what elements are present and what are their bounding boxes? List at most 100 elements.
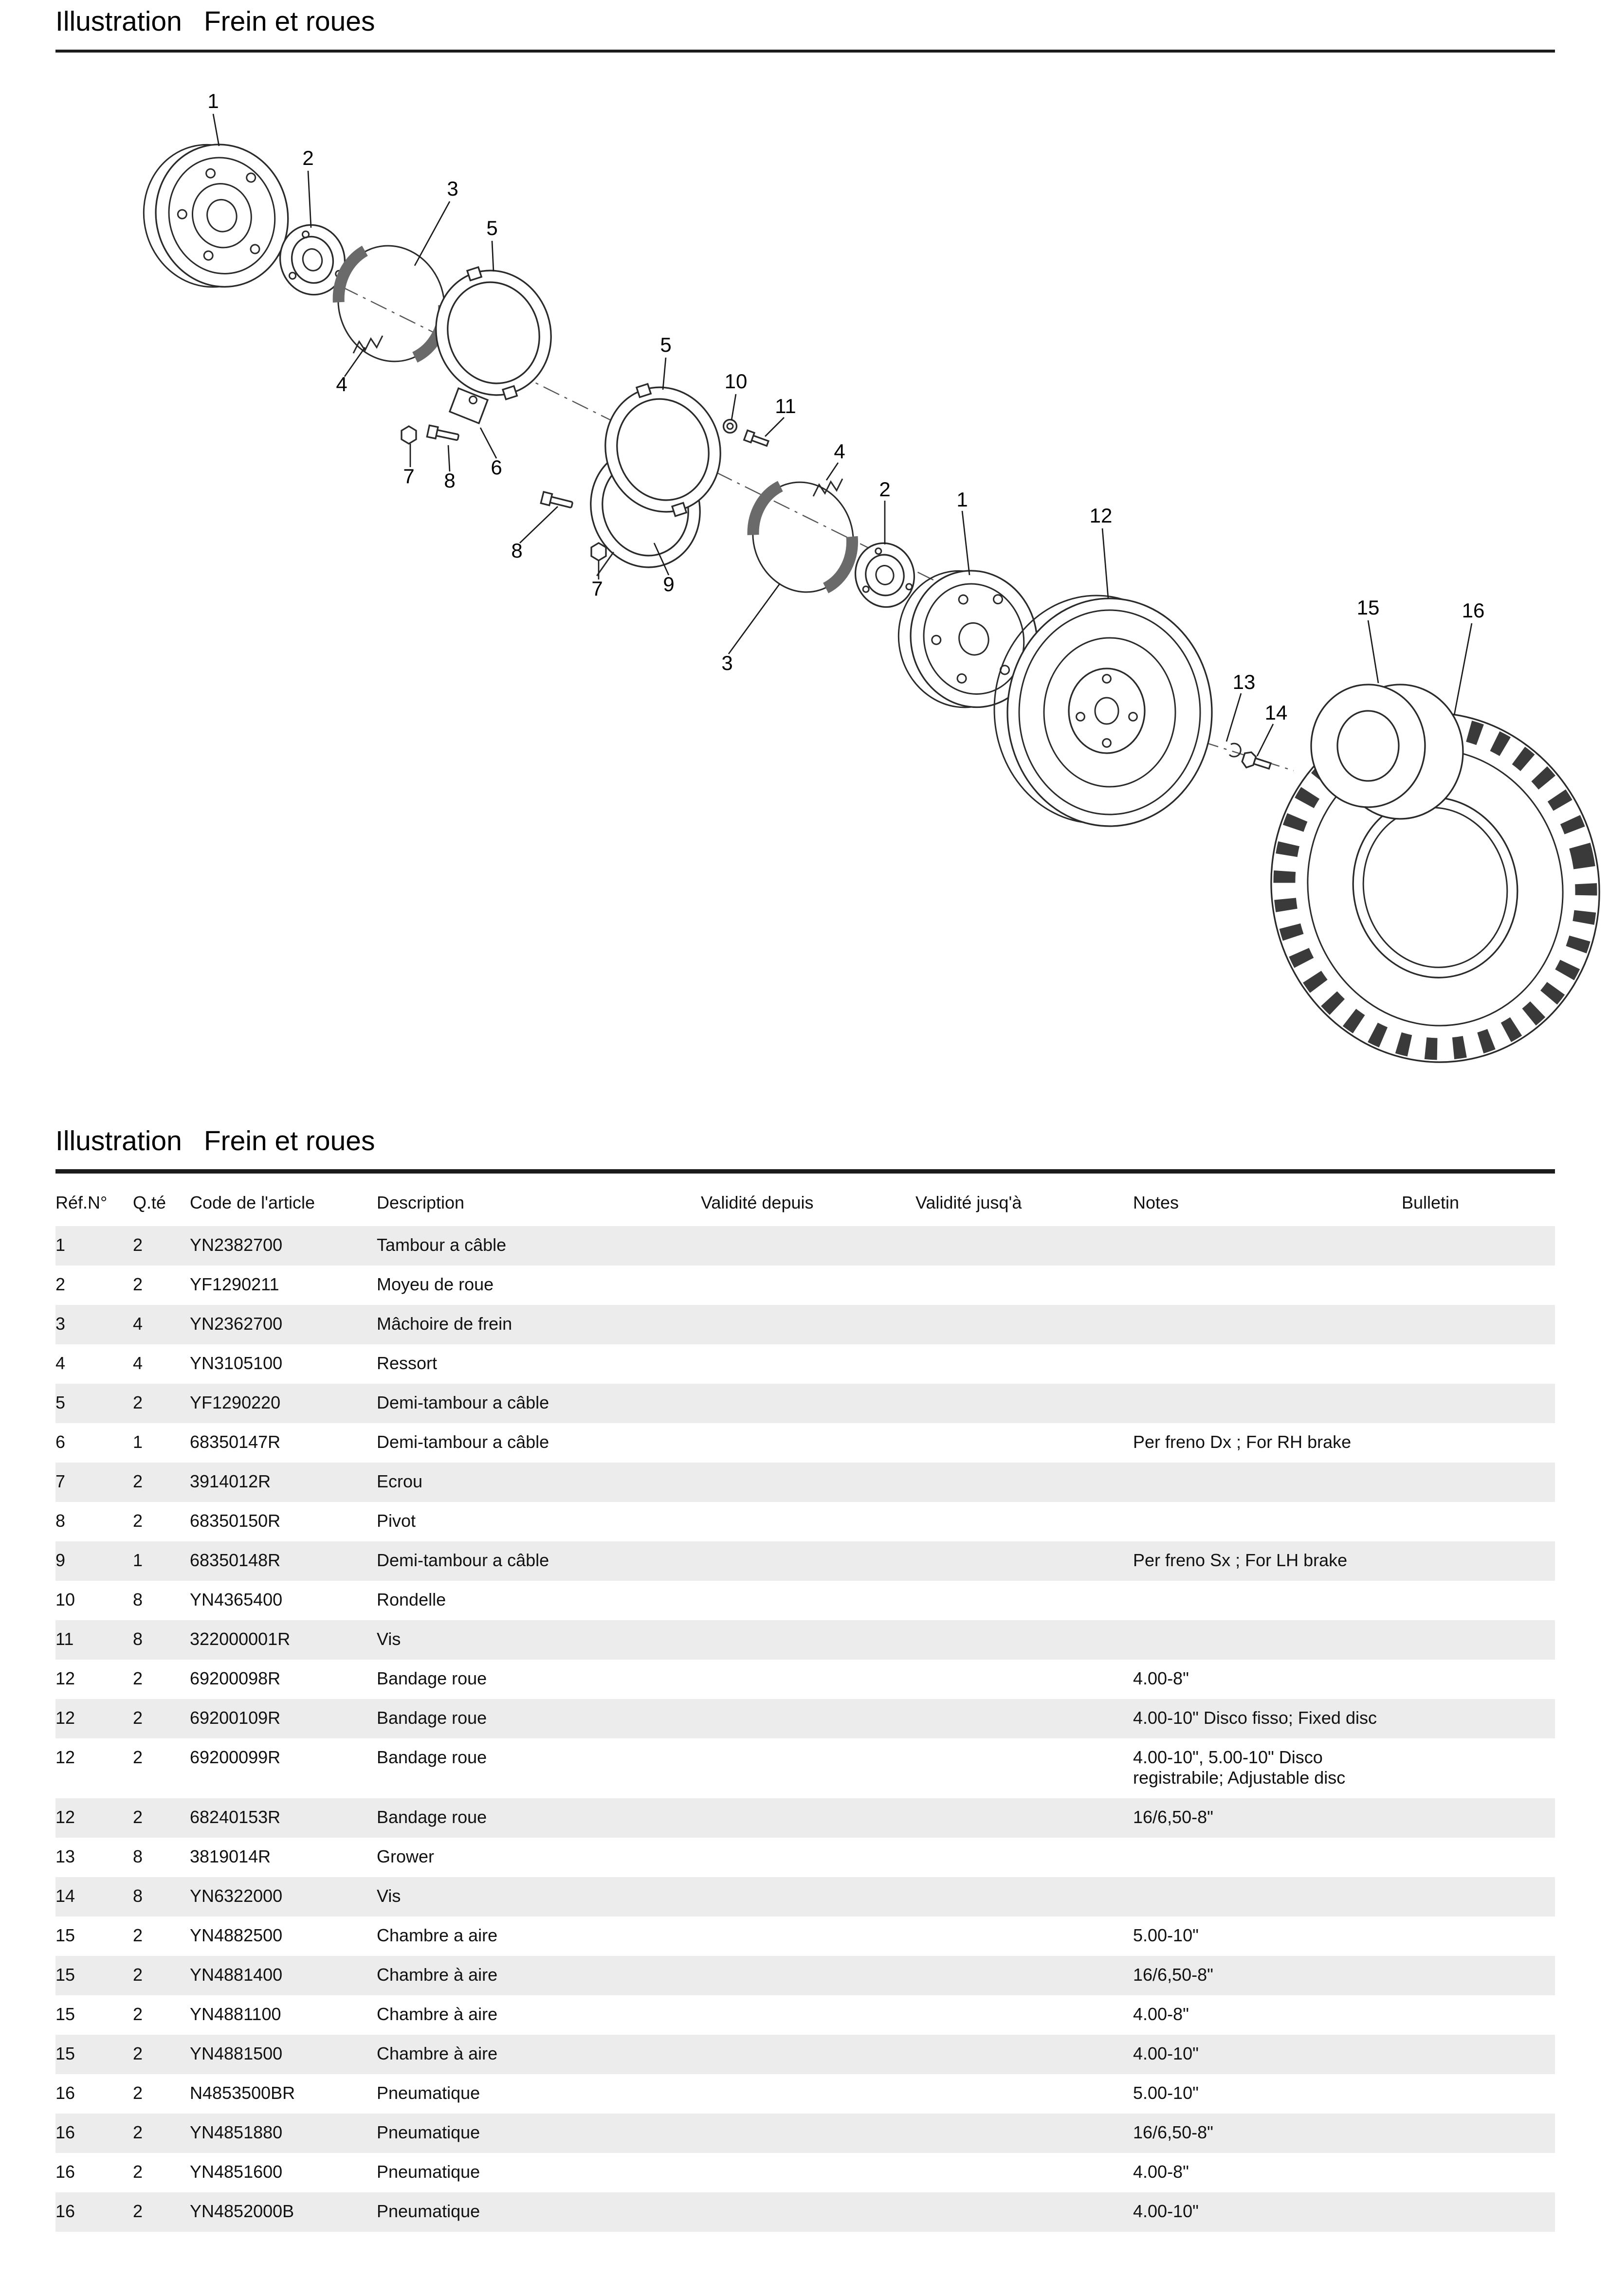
cell-validity_to	[915, 1699, 1133, 1738]
cell-validity_to	[915, 2192, 1133, 2231]
part-bracket	[448, 388, 489, 425]
part-pivot-left	[426, 425, 459, 442]
cell-validity_from	[701, 1541, 915, 1580]
cell-description: Ecrou	[377, 1471, 423, 1492]
cell-bulletin	[1402, 1423, 1555, 1462]
cell-validity_from	[701, 1916, 915, 1955]
part-brake-drum-left	[143, 144, 289, 289]
cell-validity_from	[701, 1620, 915, 1659]
cell-code: 69200099R	[190, 1747, 281, 1768]
cell-notes: 4.00-10"	[1133, 2201, 1199, 2222]
cell-ref: 6	[55, 1432, 66, 1453]
callout-3b: 3	[721, 652, 732, 675]
part-wheel-rim	[993, 595, 1213, 828]
cell-code: 68350150R	[190, 1511, 281, 1532]
cell-validity_to	[915, 1659, 1133, 1699]
part-screw	[743, 430, 770, 448]
cell-code: YN4881100	[190, 2004, 281, 2025]
cell-validity_to	[915, 2113, 1133, 2152]
cell-notes	[1133, 1462, 1402, 1501]
cell-qty: 2	[133, 1965, 143, 1986]
cell-validity_from	[701, 1344, 915, 1383]
cell-notes	[1133, 1837, 1402, 1877]
cell-bulletin	[1402, 1304, 1555, 1344]
callout-13: 13	[1233, 671, 1256, 694]
cell-validity_from	[701, 1798, 915, 1837]
cell-bulletin	[1402, 1995, 1555, 2034]
cell-validity_from	[701, 2074, 915, 2113]
cell-validity_to	[915, 2074, 1133, 2113]
cell-validity_from	[701, 1699, 915, 1738]
cell-validity_to	[915, 1620, 1133, 1659]
cell-notes	[1133, 1304, 1402, 1344]
cell-validity_to	[915, 1226, 1133, 1265]
cell-code: YN2362700	[190, 1314, 283, 1335]
cell-qty: 2	[133, 1708, 143, 1729]
col-header-notes: Notes	[1133, 1192, 1179, 1213]
cell-qty: 8	[133, 1629, 143, 1650]
cell-bulletin	[1402, 1383, 1555, 1423]
cell-code: YN4852000B	[190, 2201, 294, 2222]
cell-ref: 10	[55, 1590, 75, 1610]
cell-qty: 2	[133, 1807, 143, 1828]
cell-bulletin	[1402, 1699, 1555, 1738]
cell-bulletin	[1402, 1580, 1555, 1620]
part-half-drum-left	[435, 267, 552, 401]
col-header-code: Code de l'article	[190, 1192, 315, 1213]
cell-ref: 9	[55, 1550, 66, 1571]
cell-ref: 13	[55, 1846, 75, 1867]
cell-validity_to	[915, 1798, 1133, 1837]
cell-description: Demi-tambour a câble	[377, 1392, 549, 1413]
cell-bulletin	[1402, 1344, 1555, 1383]
cell-ref: 2	[55, 1274, 66, 1295]
cell-description: Vis	[377, 1886, 401, 1907]
cell-notes: 4.00-10", 5.00-10" Disco registrabile; A…	[1133, 1747, 1346, 1789]
cell-validity_to	[915, 1265, 1133, 1304]
cell-qty: 2	[133, 1235, 143, 1256]
cell-qty: 8	[133, 1886, 143, 1907]
cell-ref: 12	[55, 1708, 75, 1729]
cell-description: Chambre à aire	[377, 1965, 498, 1986]
cell-validity_from	[701, 1462, 915, 1501]
cell-qty: 2	[133, 1668, 143, 1689]
cell-description: Demi-tambour a câble	[377, 1432, 549, 1453]
cell-qty: 2	[133, 1747, 143, 1768]
cell-bulletin	[1402, 2113, 1555, 2152]
cell-validity_to	[915, 1304, 1133, 1344]
cell-bulletin	[1402, 2034, 1555, 2074]
page-title-word1: Illustration	[55, 7, 182, 38]
cell-description: Chambre a aire	[377, 1925, 498, 1946]
cell-validity_to	[915, 1541, 1133, 1580]
callout-7b: 7	[591, 578, 603, 600]
cell-validity_to	[915, 1383, 1133, 1423]
cell-ref: 15	[55, 2043, 75, 2064]
cell-ref: 14	[55, 1886, 75, 1907]
cell-qty: 2	[133, 1511, 143, 1532]
table-title-word1: Illustration	[55, 1127, 182, 1158]
callout-10: 10	[725, 370, 748, 393]
cell-notes: 16/6,50-8"	[1133, 1807, 1213, 1828]
cell-code: YN4365400	[190, 1590, 283, 1610]
cell-bulletin	[1402, 1738, 1555, 1798]
part-screw-14	[1241, 752, 1272, 771]
part-brake-drum-second	[897, 570, 1038, 709]
cell-code: YN4881500	[190, 2043, 283, 2064]
col-header-validity-to: Validité jusq'à	[915, 1192, 1022, 1213]
cell-validity_to	[915, 1877, 1133, 1916]
cell-qty: 8	[133, 1846, 143, 1867]
table-title-rule	[55, 1170, 1555, 1174]
callout-4a: 4	[336, 373, 347, 396]
cell-description: Pneumatique	[377, 2201, 480, 2222]
cell-notes: 16/6,50-8"	[1133, 1965, 1213, 1986]
cell-code: 69200109R	[190, 1708, 281, 1729]
